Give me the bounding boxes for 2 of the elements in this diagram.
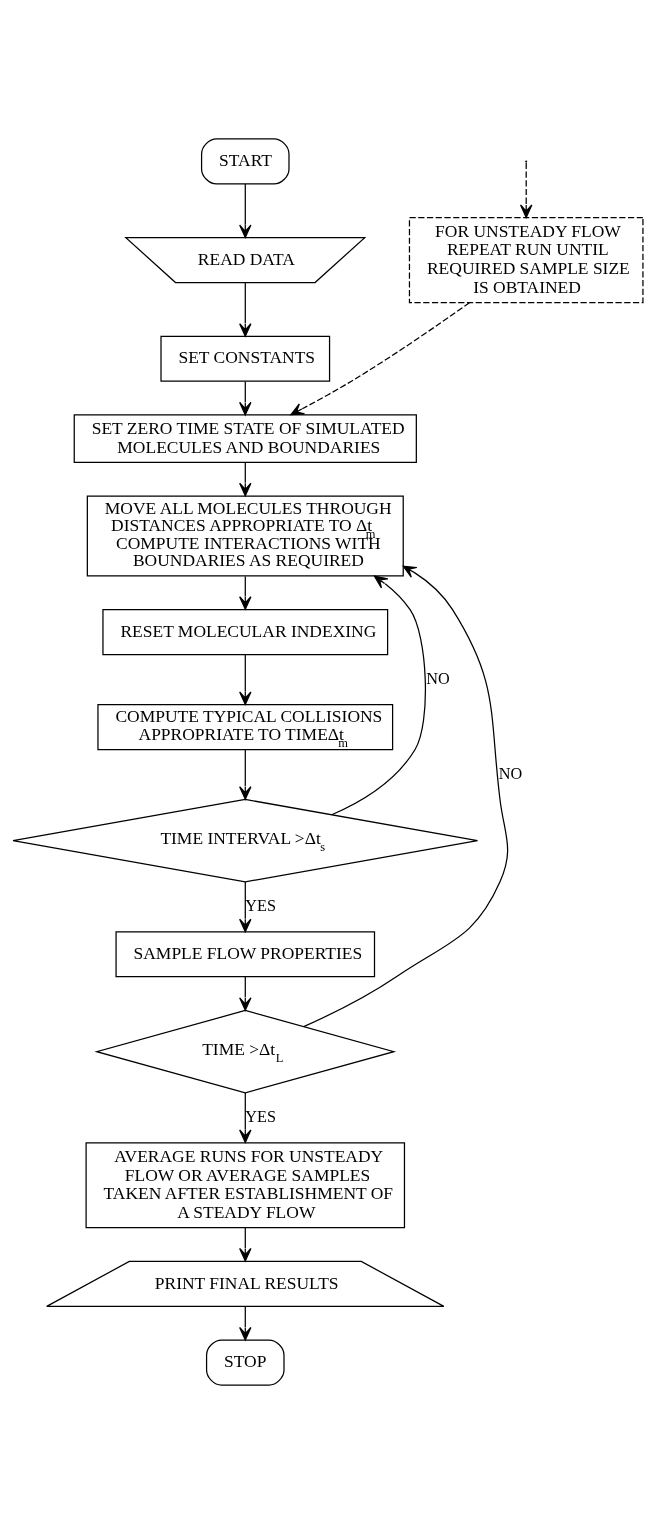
edge-label: NO <box>426 669 450 688</box>
edge-label: NO <box>498 764 523 783</box>
